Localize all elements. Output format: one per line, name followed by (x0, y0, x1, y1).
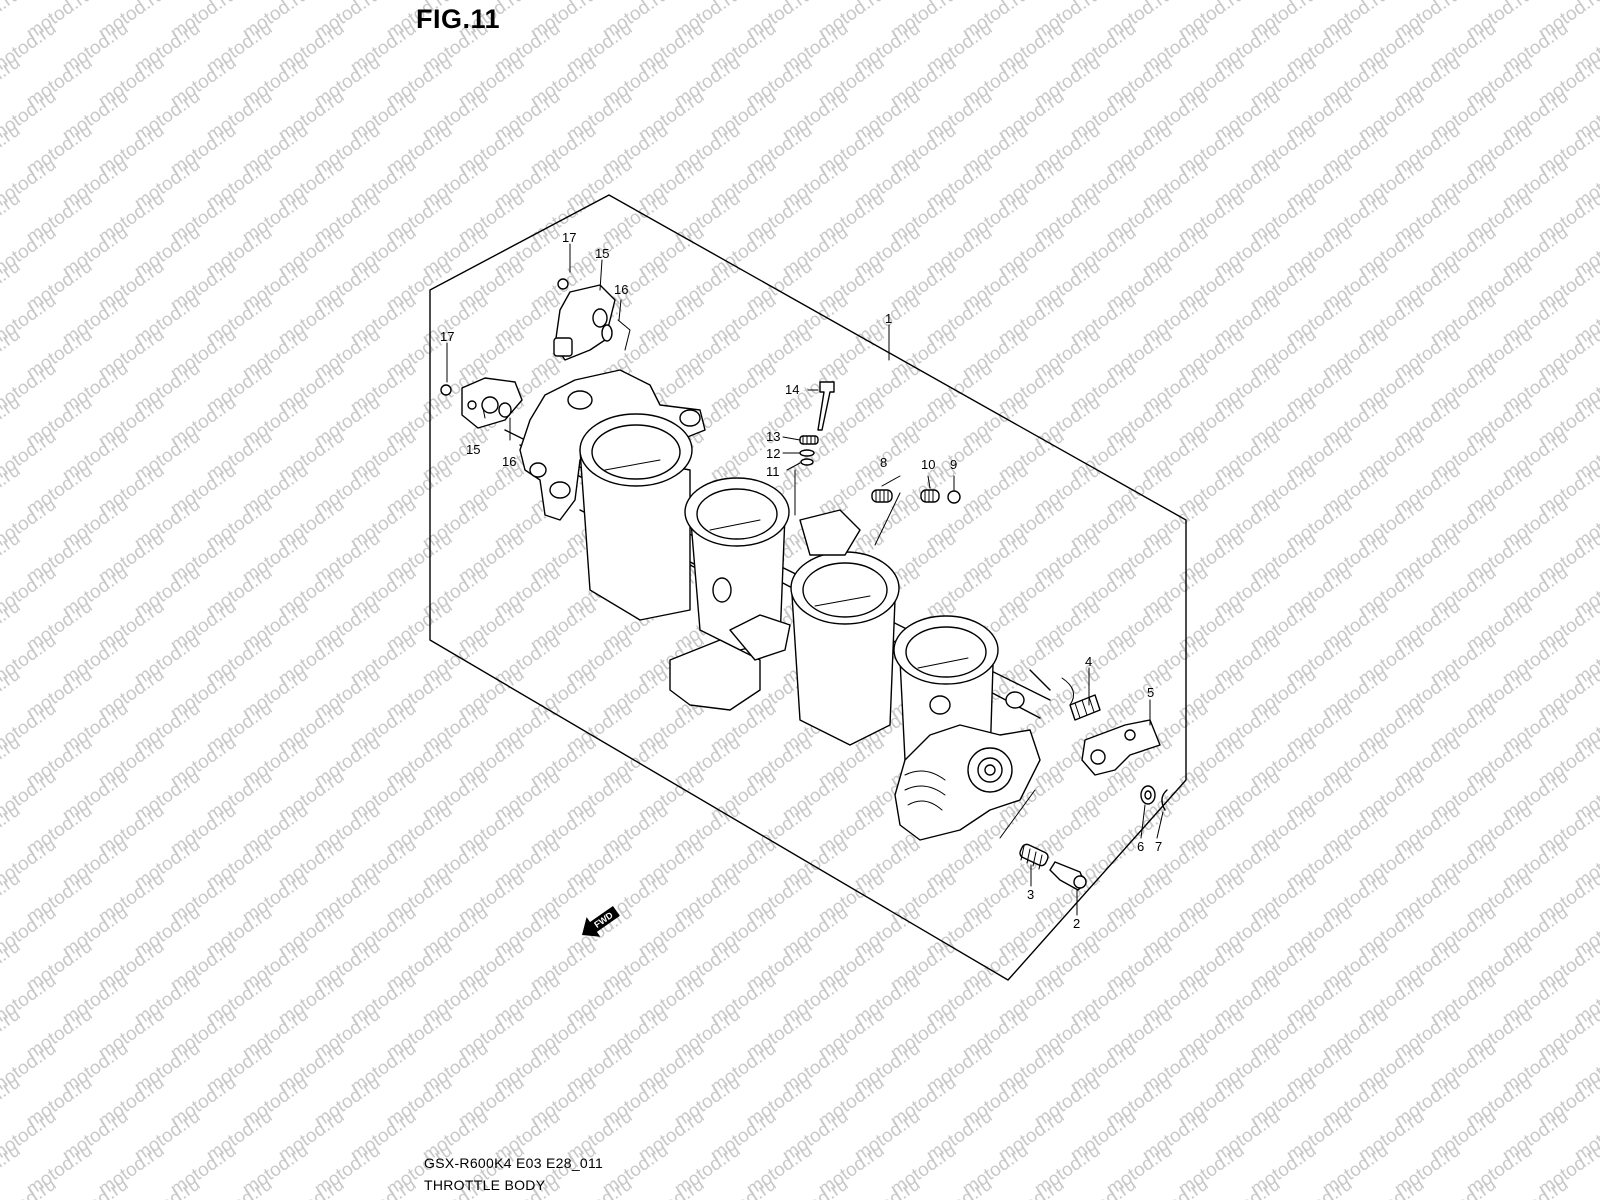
callout-15-lower: 15 (466, 442, 480, 457)
callout-5: 5 (1147, 685, 1154, 700)
callout-11: 11 (766, 464, 780, 479)
watermark-text: motod.ru (1427, 1174, 1500, 1200)
watermark-text: motod.ru (1139, 1174, 1212, 1200)
callout-17-upper: 17 (562, 230, 576, 245)
watermark-text: motod.ru (563, 1174, 636, 1200)
spring-8 (871, 489, 893, 503)
callout-2: 2 (1073, 916, 1080, 931)
watermark-text: motod.ru (203, 1174, 276, 1200)
figure-title: FIG.11 (416, 4, 501, 34)
callout-13: 13 (766, 429, 780, 444)
watermark-text: motod.ru (1355, 1174, 1428, 1200)
callout-4: 4 (1085, 654, 1092, 669)
watermark-text: motod.ru (275, 1174, 348, 1200)
callout-17-lower: 17 (440, 329, 454, 344)
watermark-text: motod.ru (995, 1174, 1068, 1200)
spring-10 (920, 489, 940, 503)
watermark-text: motod.ru (1499, 1174, 1572, 1200)
washer-12 (799, 449, 815, 457)
model-code: GSX-R600K4 E03 E28_011 (424, 1155, 604, 1171)
callout-16-upper: 16 (614, 282, 628, 297)
callout-8: 8 (880, 455, 887, 470)
screw-17-upper (557, 278, 569, 290)
callout-12: 12 (766, 446, 780, 461)
callout-14: 14 (785, 382, 799, 397)
callout-10: 10 (921, 457, 935, 472)
watermark-text: motod.ru (131, 1174, 204, 1200)
watermark-text: motod.ru (347, 1174, 420, 1200)
watermark-text: motod.ru (923, 1174, 996, 1200)
screw-17-lower (440, 384, 452, 396)
washer-6 (1140, 785, 1156, 805)
sensor-lower (461, 377, 523, 429)
watermark-text: motod.ru (1067, 1174, 1140, 1200)
watermark-text: motod.ru (1211, 1174, 1284, 1200)
callout-3: 3 (1027, 887, 1034, 902)
watermark-text: motod.ru (635, 1174, 708, 1200)
watermark-text: motod.ru (779, 1174, 852, 1200)
callout-7: 7 (1155, 839, 1162, 854)
callout-16-lower: 16 (502, 454, 516, 469)
spring-13 (799, 435, 819, 445)
callout-15-upper: 15 (595, 246, 609, 261)
watermark-text: motod.ru (707, 1174, 780, 1200)
part-caption: THROTTLE BODY (424, 1177, 546, 1193)
watermark-text: motod.ru (59, 1174, 132, 1200)
callout-6: 6 (1137, 839, 1144, 854)
cap-9 (947, 490, 961, 504)
watermark-text: motod.ru (851, 1174, 924, 1200)
callout-1: 1 (885, 311, 892, 326)
watermark-text: motod.ru (1283, 1174, 1356, 1200)
oring-11 (800, 458, 814, 466)
callout-9: 9 (950, 457, 957, 472)
